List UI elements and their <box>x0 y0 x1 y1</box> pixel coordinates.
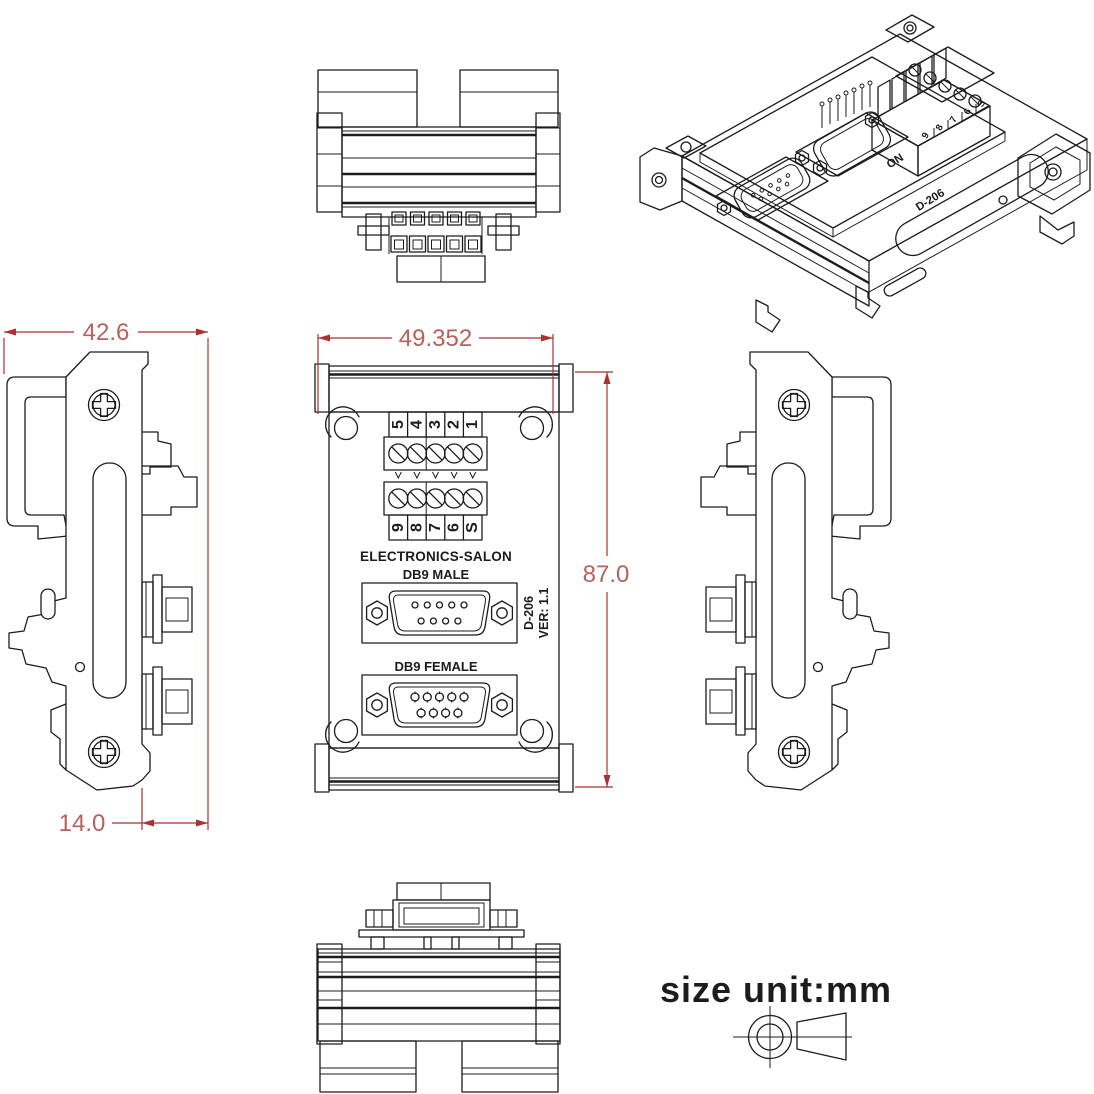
model-label: D-206 <box>522 596 536 630</box>
iso-model-label: D-206 <box>914 187 947 214</box>
top-view-terminal-block <box>357 211 520 283</box>
dimension-42-6: 42.6 <box>3 319 209 830</box>
iso-terminal-9: 9 <box>920 131 932 141</box>
iso-terminal-7: 7 <box>948 115 960 125</box>
terminal-label-7: 7 <box>427 523 444 532</box>
iso-db9-female <box>715 156 829 221</box>
third-angle-projection-icon <box>733 1006 852 1068</box>
dim-front-height: 87.0 <box>583 561 630 588</box>
side-view-left <box>7 352 197 790</box>
corner-screw-bottom-right <box>518 718 554 753</box>
terminal-block-bottom: 9 8 7 6 S <box>383 481 488 541</box>
terminal-label-3: 3 <box>427 420 444 429</box>
iso-terminal-8: 8 <box>934 123 946 133</box>
bottom-view <box>316 882 561 1093</box>
terminal-label-5: 5 <box>390 420 407 429</box>
iso-db9-male <box>794 80 909 177</box>
db9-male-connector <box>361 582 518 644</box>
top-view <box>316 69 561 283</box>
iso-terminal-6: 6 <box>962 107 974 117</box>
dimension-49-352: 49.352 <box>317 325 554 414</box>
db9-female-connector <box>361 674 518 736</box>
terminal-label-4: 4 <box>408 420 425 429</box>
version-label: VER: 1.1 <box>537 588 551 639</box>
front-view: 5 4 3 2 1 <box>314 363 574 793</box>
terminal-label-9: 9 <box>390 523 407 532</box>
dim-connector-depth: 14.0 <box>59 810 106 837</box>
terminal-label-2: 2 <box>446 420 463 429</box>
iso-brand-fragment: ON <box>885 152 906 171</box>
dim-front-width: 49.352 <box>399 325 472 352</box>
size-unit-note: size unit:mm <box>660 969 892 1068</box>
iso-terminal-block: 9 8 7 6 S <box>871 46 995 177</box>
db9-female-label: DB9 FEMALE <box>394 659 477 674</box>
corner-screw-bottom-left <box>324 718 360 753</box>
iso-terminal-s: S <box>975 98 988 109</box>
terminal-label-1: 1 <box>464 420 481 429</box>
iso-terminal-labels: 9 8 7 6 S <box>920 98 988 140</box>
dim-side-width: 42.6 <box>83 319 130 346</box>
dimension-14-0: 14.0 <box>59 788 208 837</box>
terminal-label-6: 6 <box>446 523 463 532</box>
dimension-87-0: 87.0 <box>575 371 630 788</box>
brand-label: ELECTRONICS-SALON <box>360 549 512 564</box>
size-unit-text: size unit:mm <box>660 969 892 1010</box>
terminal-label-s: S <box>464 522 481 533</box>
isometric-view: 9 8 7 6 S ON D-206 <box>639 14 1091 333</box>
terminal-label-8: 8 <box>408 523 425 532</box>
db9-male-label: DB9 MALE <box>403 567 470 582</box>
terminal-block-top: 5 4 3 2 1 <box>383 411 488 471</box>
side-view-right <box>701 352 891 790</box>
